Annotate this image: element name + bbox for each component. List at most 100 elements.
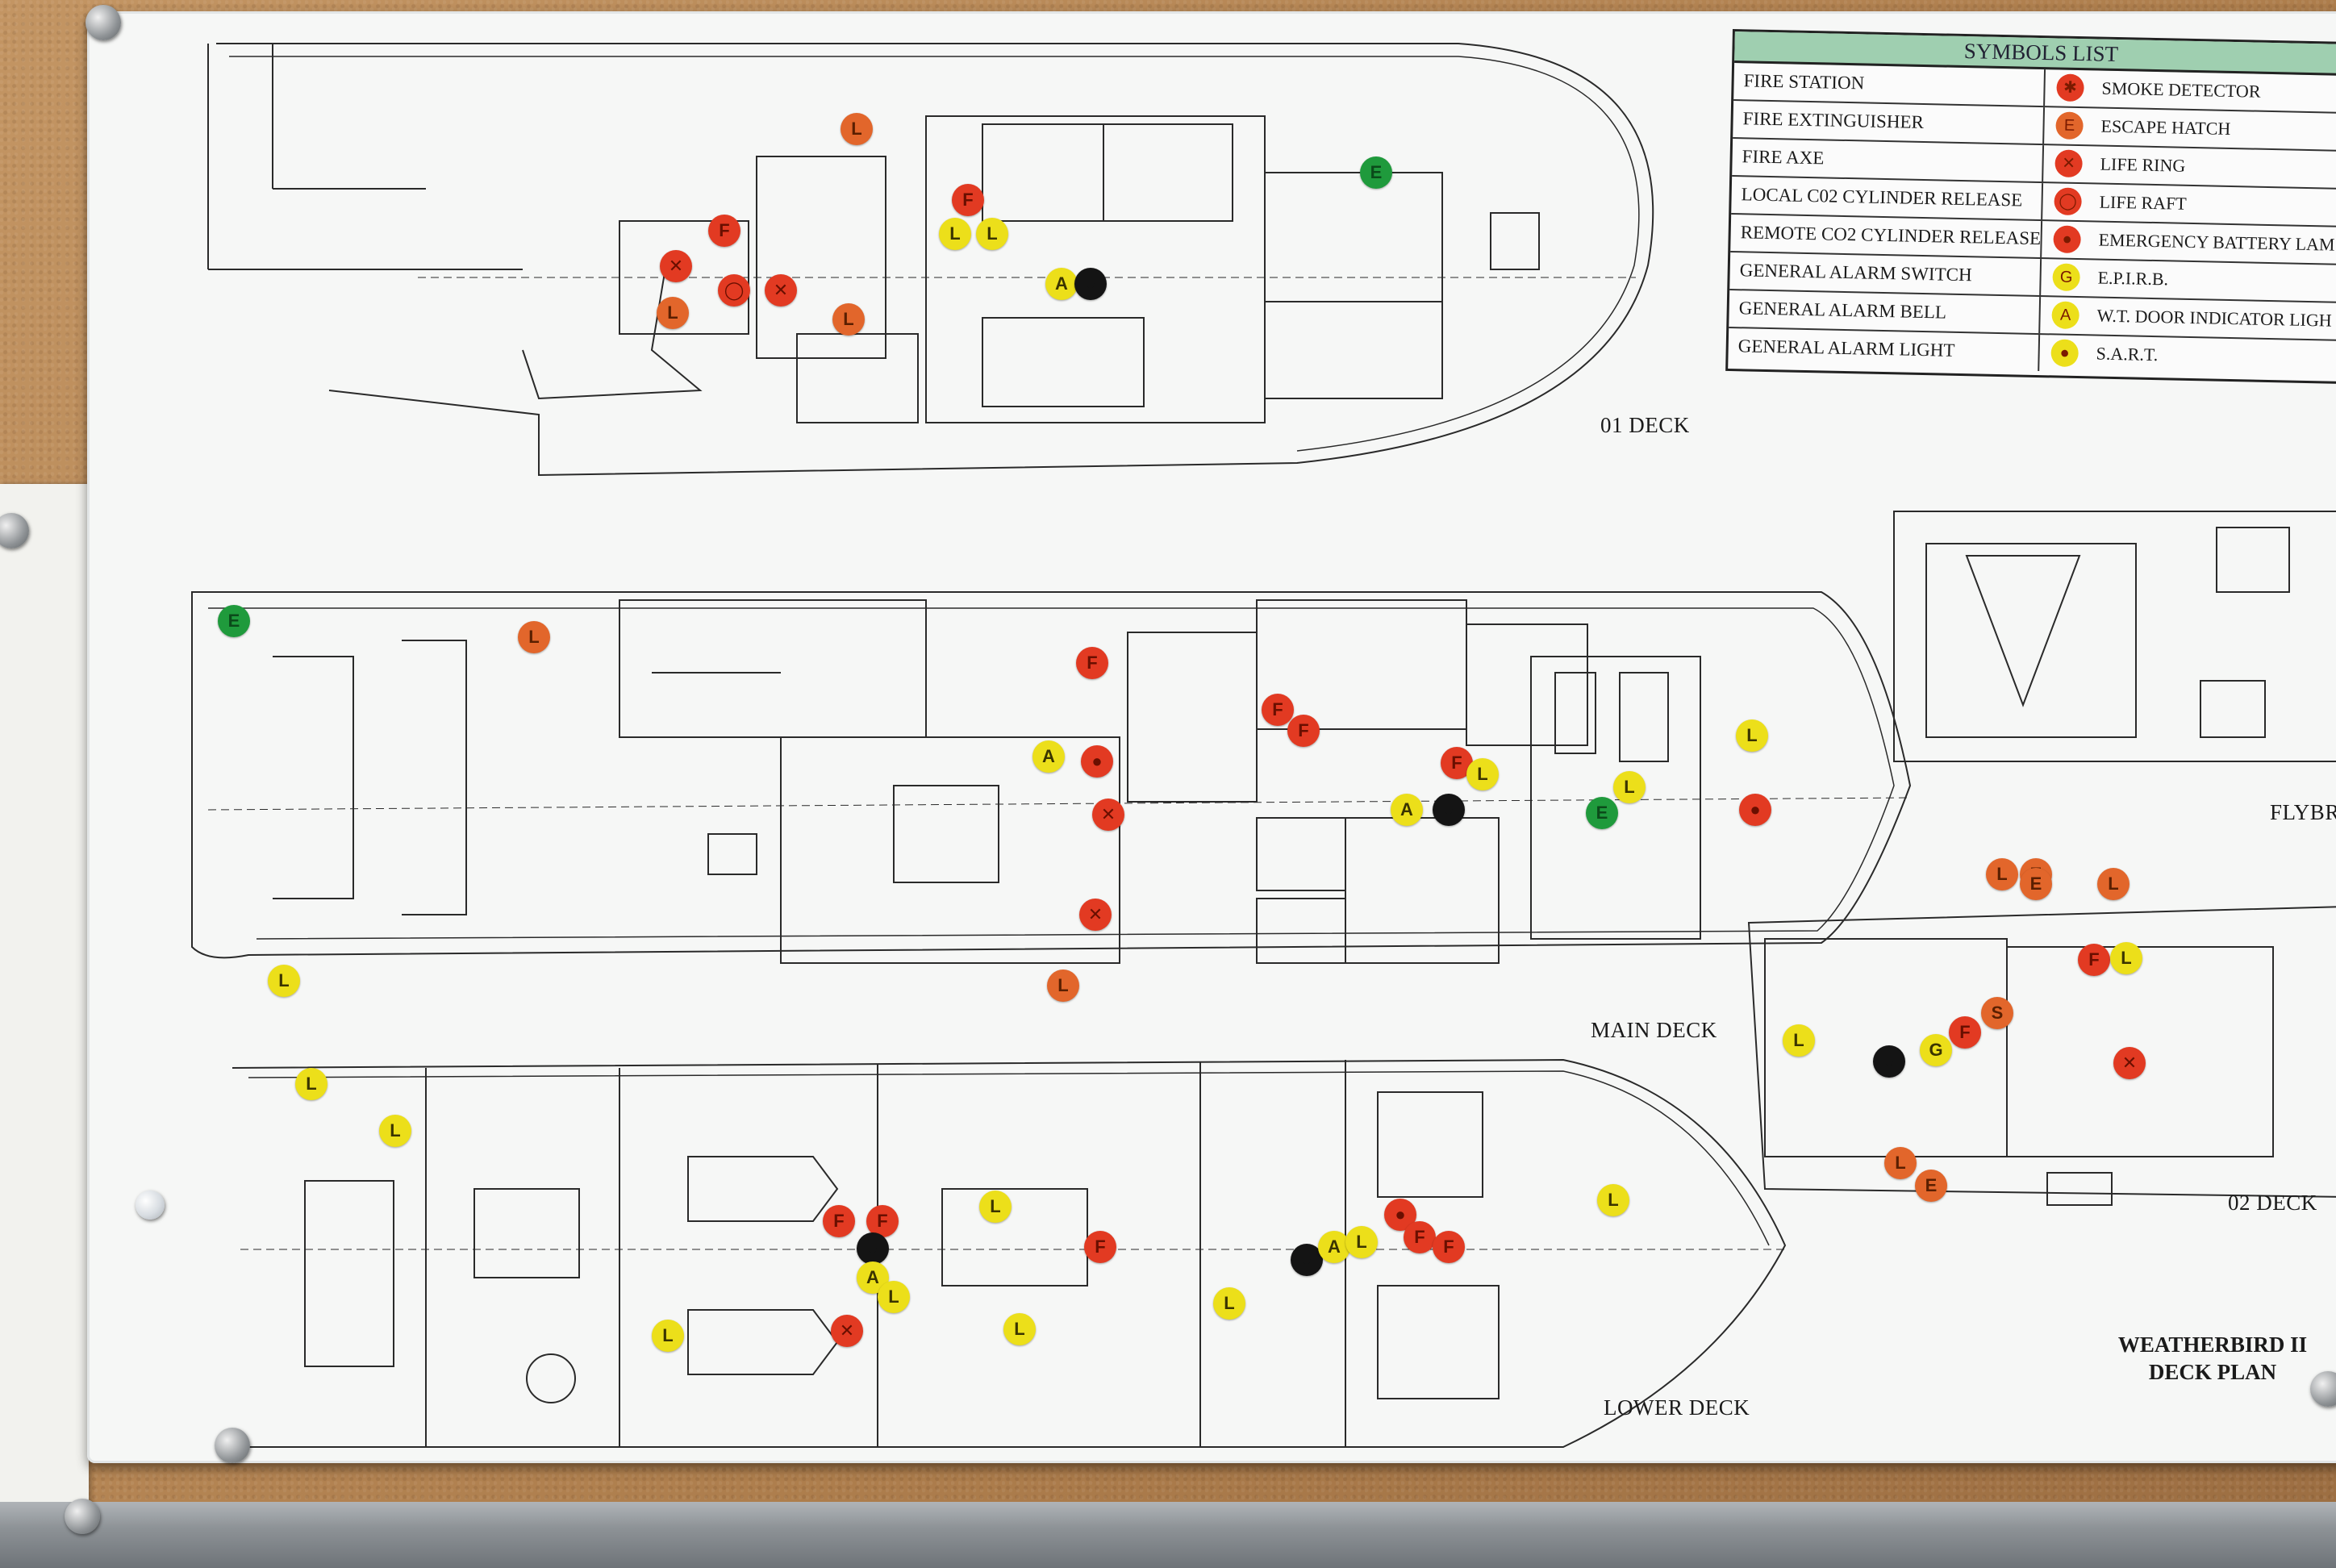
legend-left-label: FIRE EXTINGUISHER (1742, 108, 1925, 132)
legend-right-label: LIFE RAFT (2099, 191, 2188, 214)
legend-left-label: GENERAL ALARM SWITCH (1739, 260, 1972, 286)
thumbtack (86, 5, 121, 40)
green-safety-marker-icon: E (1360, 156, 1392, 189)
orange-safety-marker-icon: L (832, 303, 865, 336)
yellow-safety-marker-icon: A (1032, 740, 1065, 773)
red-safety-marker-icon: F (708, 215, 740, 247)
flybridge-label: FLYBR (2270, 800, 2336, 824)
legend-divider (2042, 107, 2046, 144)
yellow-safety-marker-icon: L (1597, 1184, 1629, 1216)
yellow-safety-marker-icon: L (268, 965, 300, 997)
sart-safety-marker-icon: ● (1291, 1244, 1323, 1276)
red-safety-marker-icon: ✕ (765, 274, 797, 307)
legend-divider (2039, 259, 2042, 296)
red-safety-marker-icon: ● (1739, 794, 1771, 826)
legend-divider (2042, 145, 2045, 182)
sart-safety-marker-icon: ● (1433, 794, 1465, 826)
sart-safety-marker-icon: ● (857, 1232, 889, 1265)
red-safety-marker-icon: ✕ (1079, 899, 1112, 931)
legend-divider (2038, 297, 2042, 334)
legend-divider (2041, 183, 2044, 220)
yellow-safety-marker-icon: L (939, 218, 971, 250)
legend-right-label: W.T. DOOR INDICATOR LIGH (2096, 305, 2332, 331)
yellow-safety-marker-icon: L (979, 1191, 1012, 1223)
orange-safety-marker-icon: L (1986, 858, 2018, 890)
push-pin (136, 1191, 165, 1220)
red-safety-marker-icon: F (1262, 694, 1294, 726)
yellow-safety-marker-icon: L (1736, 719, 1768, 752)
board-aluminum-frame (0, 1502, 2336, 1568)
red-safety-marker-icon: F (823, 1205, 855, 1237)
legend-symbol-icon: ◯ (2054, 187, 2082, 216)
thumbtack (2310, 1371, 2336, 1407)
yellow-safety-marker-icon: A (1391, 794, 1423, 826)
orange-safety-marker-icon: L (1884, 1147, 1917, 1179)
legend-symbol-icon: ✱ (2056, 73, 2084, 102)
red-safety-marker-icon: F (1404, 1221, 1436, 1253)
plan-title-line1: WEATHERBIRD II (2117, 1332, 2308, 1357)
yellow-safety-marker-icon: L (1213, 1287, 1245, 1320)
legend-symbol-icon: ✕ (2054, 149, 2083, 178)
yellow-safety-marker-icon: L (2110, 942, 2142, 974)
red-safety-marker-icon: ✕ (1092, 799, 1124, 831)
symbols-list-rows: FIRE STATION ✱ SMOKE DETECTOR FIRE EXTINGUI… (1728, 63, 2336, 377)
red-safety-marker-icon: ✕ (831, 1315, 863, 1347)
orange-safety-marker-icon: L (518, 621, 550, 653)
yellow-safety-marker-icon: A (1318, 1231, 1350, 1263)
yellow-safety-marker-icon: L (652, 1320, 684, 1352)
legend-left-label: GENERAL ALARM LIGHT (1737, 336, 1955, 361)
yellow-safety-marker-icon: L (1613, 771, 1646, 803)
plan-title: WEATHERBIRD II DECK PLAN (2079, 1331, 2336, 1386)
flybridge-outline (1893, 511, 2336, 762)
legend-right-label: E.P.I.R.B. (2097, 267, 2169, 290)
main-deck-hull-outline (191, 591, 1912, 959)
red-safety-marker-icon: F (1949, 1016, 1981, 1049)
sart-safety-marker-icon: ● (1074, 268, 1107, 300)
deck-plan-drawing (191, 43, 2336, 1448)
legend-divider (2043, 69, 2046, 106)
legend-symbol-icon: G (2052, 263, 2080, 292)
orange-safety-marker-icon: S (1981, 997, 2013, 1029)
sart-safety-marker-icon: ● (1873, 1045, 1905, 1078)
red-safety-marker-icon: F (2078, 944, 2110, 976)
legend-right-label: SMOKE DETECTOR (2101, 77, 2261, 102)
legend-symbol-icon: A (2051, 301, 2080, 330)
red-safety-marker-icon: F (1084, 1231, 1116, 1263)
lower-deck-hull-outline (232, 1058, 1787, 1448)
orange-safety-marker-icon: L (841, 113, 873, 145)
yellow-safety-marker-icon: L (1783, 1024, 1815, 1057)
green-safety-marker-icon: E (218, 605, 250, 637)
orange-safety-marker-icon: L (1047, 970, 1079, 1002)
thumbtack (0, 513, 29, 548)
legend-left-label: FIRE STATION (1743, 70, 1865, 94)
red-safety-marker-icon: F (1287, 715, 1320, 747)
legend-right-label: S.A.R.T. (2096, 343, 2159, 365)
red-safety-marker-icon: ● (1081, 745, 1113, 778)
legend-left-label: LOCAL C02 CYLINDER RELEASE (1741, 184, 2023, 211)
yellow-safety-marker-icon: L (295, 1068, 327, 1100)
deck-01-hull-outline (216, 43, 1654, 477)
yellow-safety-marker-icon: L (878, 1281, 910, 1313)
symbols-list-table: SYMBOLS LIST FIRE STATION✱SMOKE DETECTOR… (1725, 29, 2336, 384)
yellow-safety-marker-icon: A (1045, 268, 1078, 300)
orange-safety-marker-icon: E (2020, 868, 2052, 900)
lower-deck-label: LOWER DECK (1604, 1395, 1750, 1420)
red-safety-marker-icon: ◯ (718, 274, 750, 307)
legend-right-label: ESCAPE HATCH (2100, 115, 2231, 139)
yellow-safety-marker-icon: L (379, 1115, 411, 1147)
thumbtack (65, 1499, 100, 1534)
red-safety-marker-icon: F (952, 184, 984, 216)
yellow-safety-marker-icon: A (857, 1261, 889, 1294)
legend-right-label: EMERGENCY BATTERY LAM (2098, 229, 2335, 255)
legend-symbol-icon: ● (2053, 225, 2081, 254)
legend-right-label: LIFE RING (2100, 153, 2186, 176)
legend-left-label: GENERAL ALARM BELL (1738, 298, 1947, 323)
orange-safety-marker-icon: L (2097, 868, 2130, 900)
legend-left-label: FIRE AXE (1742, 146, 1825, 169)
orange-safety-marker-icon: L (657, 297, 689, 329)
yellow-safety-marker-icon: G (1920, 1034, 1952, 1066)
legend-divider (2038, 335, 2041, 372)
yellow-safety-marker-icon: L (1003, 1313, 1036, 1345)
legend-left-label: REMOTE CO2 CYLINDER RELEASE (1740, 222, 2042, 249)
orange-safety-marker-icon: E (1915, 1170, 1947, 1202)
